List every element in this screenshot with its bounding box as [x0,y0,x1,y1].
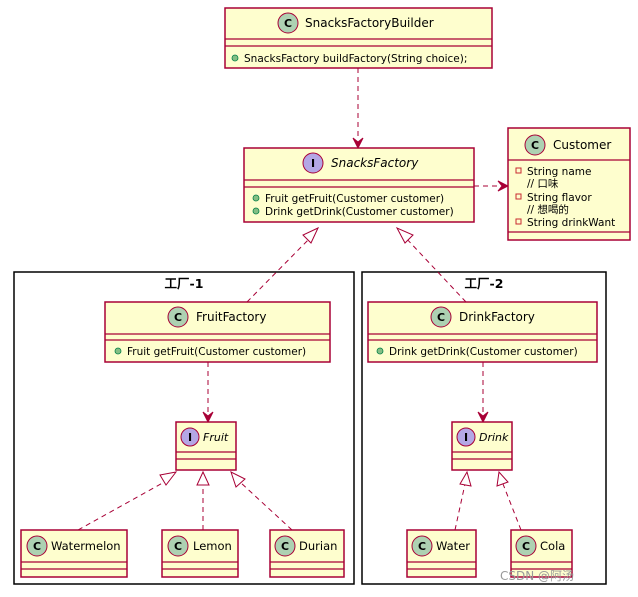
field-comment: // 想喝的 [527,203,569,216]
triangle-cola-realization [496,470,509,487]
class-snacksfactorybuilder: C SnacksFactoryBuilder SnacksFactory bui… [224,7,493,69]
arrowhead-fruit-dependency [202,411,214,424]
interface-snacksfactory: I SnacksFactory Fruit getFruit(Customer … [243,147,475,223]
class-stereotype-letter: C [437,311,445,324]
class-stereotype-icon [167,535,189,557]
edge-drinkfactory-realizes-snacksfactory [403,235,467,303]
class-stereotype-icon [167,306,189,328]
class-lemon: C Lemon [161,529,239,578]
class-stereotype-letter: C [284,17,292,30]
public-method-icon [231,54,239,62]
class-stereotype-letter: C [174,540,182,553]
triangle-fruitfactory-realization [302,226,320,244]
method: SnacksFactory buildFactory(String choice… [244,53,467,65]
field: String name [527,166,591,178]
public-method-icon [252,194,260,202]
class-name: Lemon [193,539,232,553]
class-name: Watermelon [51,539,121,553]
class-name: Customer [553,138,611,152]
class-stereotype-icon [26,535,48,557]
triangle-water-realization [459,470,472,487]
edge-cola-realizes-drink [502,483,522,531]
class-stereotype-icon [430,306,452,328]
class-stereotype-letter: C [33,540,41,553]
private-field-icon [515,167,522,174]
package-factory-1-title: 工厂-1 [165,276,204,291]
class-cola: C Cola [510,529,573,578]
interface-stereotype-icon [456,427,476,447]
package-factory-2-title: 工厂-2 [465,276,504,291]
arrowhead-drink-dependency [477,411,489,424]
class-name: Cola [540,539,565,553]
private-field-icon [515,218,522,225]
interface-stereotype-letter: I [464,431,468,444]
edges [77,68,522,531]
class-name: FruitFactory [196,310,266,324]
edge-water-realizes-drink [454,483,466,531]
interface-name: SnacksFactory [331,156,419,170]
watermark: CSDN @阿汤 [500,569,574,583]
class-watermelon: C Watermelon [20,529,128,578]
field-comment: // 口味 [527,178,559,190]
field: String flavor [527,192,592,204]
interface-stereotype-letter: I [188,431,192,444]
interface-stereotype-letter: I [311,157,315,170]
interface-drink: I Drink [451,421,513,471]
class-stereotype-letter: C [522,540,530,553]
method: Fruit getFruit(Customer customer) [265,193,444,205]
class-stereotype-letter: C [418,540,426,553]
edge-durian-realizes-fruit [239,481,293,531]
interface-name: Drink [479,431,509,444]
private-field-icon [515,193,522,200]
class-stereotype-icon [515,535,537,557]
public-method-icon [376,347,384,355]
interface-stereotype-icon [180,427,200,447]
interface-fruit: I Fruit [175,421,237,471]
field: String drinkWant [527,217,615,229]
package-factory-1: 工厂-1 [13,271,355,585]
class-fruitfactory: C FruitFactory Fruit getFruit(Customer c… [104,301,331,363]
triangle-durian-realization [230,471,246,488]
triangle-lemon-realization [196,470,210,486]
class-stereotype-letter: C [281,540,289,553]
arrowhead-builder-dependency [352,137,364,150]
arrowhead-customer-dependency [497,180,510,192]
package-factory-2: 工厂-2 [361,271,607,585]
class-name: Water [436,539,470,553]
class-durian: C Durian [269,529,345,578]
edge-watermelon-realizes-fruit [77,479,169,531]
class-name: DrinkFactory [459,310,535,324]
method: Drink getDrink(Customer customer) [265,206,454,218]
class-name: SnacksFactoryBuilder [305,16,434,30]
public-method-icon [114,347,122,355]
interface-stereotype-icon [302,152,324,174]
class-stereotype-letter: C [174,311,182,324]
public-method-icon [252,207,260,215]
class-stereotype-icon [277,12,299,34]
triangle-watermelon-realization [159,471,178,486]
method: Fruit getFruit(Customer customer) [127,346,306,358]
class-water: C Water [406,529,477,578]
class-drinkfactory: C DrinkFactory Drink getDrink(Customer c… [367,301,598,363]
class-stereotype-icon [411,535,433,557]
class-stereotype-letter: C [531,139,539,152]
class-stereotype-icon [274,535,296,557]
class-customer: C Customer String name // 口味 String flav… [507,127,631,241]
class-stereotype-icon [524,134,546,156]
edge-fruitfactory-realizes-snacksfactory [246,235,313,303]
class-name: Durian [299,539,337,553]
method: Drink getDrink(Customer customer) [389,346,578,358]
interface-name: Fruit [203,431,229,444]
triangle-drinkfactory-realization [395,226,414,244]
